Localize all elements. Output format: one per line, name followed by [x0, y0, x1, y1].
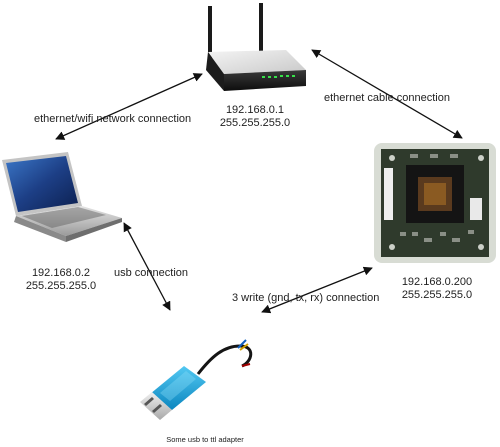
adapter-caption: Some usb to ttl adapter [166, 435, 244, 444]
camera-ip: 192.168.0.200 [401, 276, 473, 288]
laptop-ip: 192.168.0.2 [31, 267, 91, 279]
camera-board-icon [374, 143, 496, 263]
router-mask: 255.255.255.0 [219, 117, 291, 129]
label-camera-adapter-connection: 3 write (gnd, tx, rx) connection [232, 292, 380, 304]
label-router-camera-connection: ethernet cable connection [324, 92, 450, 104]
laptop-icon [2, 152, 122, 242]
arrow-router-laptop [55, 73, 203, 140]
camera-mask: 255.255.255.0 [401, 289, 473, 301]
usb-ttl-adapter-icon [140, 339, 253, 420]
router-ip: 192.168.0.1 [225, 104, 285, 116]
label-router-laptop-connection: ethernet/wifi network connection [34, 113, 192, 125]
laptop-mask: 255.255.255.0 [25, 280, 97, 292]
arrow-router-camera [311, 49, 463, 139]
arrow-laptop-adapter [123, 222, 171, 311]
arrow-camera-adapter [261, 266, 373, 314]
label-laptop-adapter-connection: usb connection [114, 267, 188, 279]
router-icon [206, 3, 306, 91]
